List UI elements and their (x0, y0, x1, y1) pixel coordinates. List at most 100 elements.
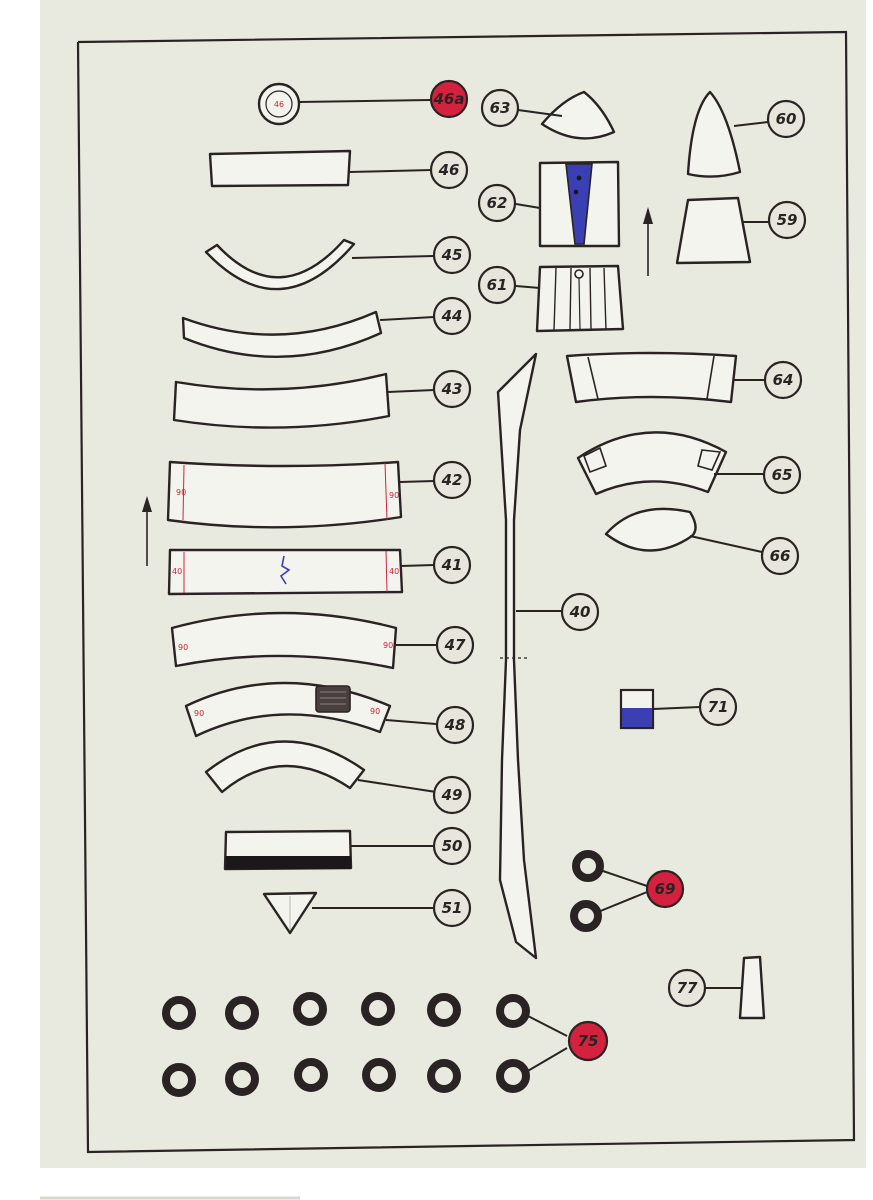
part-45-leader (351, 255, 435, 259)
part-50-black-band (226, 856, 351, 869)
part-69-washer-top (572, 850, 604, 882)
badge-47-ring (435, 625, 475, 665)
badge-60-ring (766, 99, 806, 139)
number-badge-62: 62 (477, 183, 517, 223)
number-badge-69: 69 (645, 869, 685, 909)
badge-51-label: 51 (442, 899, 463, 917)
part-42-mark-left: 90 (176, 488, 186, 497)
part-48-grille-lines (320, 691, 346, 705)
badge-77-ring (667, 968, 707, 1008)
number-badge-46: 46 (429, 150, 469, 190)
part-47: 90 90 (170, 611, 436, 670)
part-59-shape (675, 196, 752, 265)
badge-71-ring (698, 687, 738, 727)
number-badge-42: 42 (432, 460, 472, 500)
part-47-mark-left: 90 (178, 643, 188, 652)
part-44 (181, 310, 435, 359)
part-60 (686, 90, 769, 178)
direction-arrow-center-head (643, 207, 653, 224)
part-66 (604, 507, 763, 553)
part-41-blue-mark (279, 555, 291, 585)
part-69-leader-bottom (597, 891, 648, 913)
part-49-shape (204, 740, 366, 794)
part-49 (204, 740, 437, 794)
part-69 (570, 850, 648, 932)
part-61-pin-line (578, 277, 581, 331)
badge-49-ring (432, 775, 472, 815)
badge-63-label: 63 (490, 99, 511, 117)
part-59 (675, 196, 770, 265)
badge-42-label: 42 (441, 471, 463, 489)
badge-44-ring (432, 296, 472, 336)
part-43-shape (172, 372, 391, 429)
part-75-leader-top (525, 1014, 568, 1037)
direction-arrow-left-head (142, 496, 152, 512)
badge-45-ring (432, 235, 472, 275)
part-42-fold-right (384, 462, 388, 521)
badge-40-label: 40 (569, 603, 591, 621)
part-75-washer-9 (294, 1058, 328, 1092)
part-46 (208, 149, 433, 188)
badge-42-ring (432, 460, 472, 500)
part-51 (262, 891, 434, 935)
part-41-mark-right: 40 (389, 567, 399, 576)
part-69-washer-bottom (570, 900, 602, 932)
number-badge-50: 50 (432, 826, 472, 866)
badge-59-label: 59 (777, 211, 798, 229)
part-75-washer-1 (162, 996, 196, 1030)
part-41-leader (400, 564, 435, 567)
part-43 (172, 372, 435, 429)
part-75-washer-5 (427, 993, 461, 1027)
part-50 (223, 829, 434, 871)
number-badge-65: 65 (762, 455, 802, 495)
part-44-shape (181, 310, 383, 359)
number-badge-48: 48 (435, 705, 475, 745)
number-badge-59: 59 (767, 200, 807, 240)
number-badge-43: 43 (432, 369, 472, 409)
part-49-leader (357, 779, 437, 793)
part-40 (496, 352, 562, 960)
badge-75-ring (567, 1020, 609, 1062)
part-48: 90 90 (184, 681, 437, 738)
part-61-leader (515, 285, 541, 289)
part-61 (515, 264, 625, 333)
badge-60-label: 60 (776, 110, 797, 128)
part-60-leader (733, 121, 769, 127)
badge-64-label: 64 (773, 371, 794, 389)
part-71 (619, 688, 701, 730)
part-60-shape (686, 90, 742, 178)
number-badge-66: 66 (760, 536, 800, 576)
part-66-shape (604, 507, 697, 552)
number-badge-64: 64 (763, 360, 803, 400)
badge-65-label: 65 (772, 466, 793, 484)
part-44-leader (379, 316, 435, 321)
number-badge-46a: 46a (429, 79, 469, 119)
part-40-shape (496, 352, 538, 960)
part-48-leader (385, 719, 437, 725)
badge-40-ring (560, 592, 600, 632)
part-62-blue-stripe (565, 163, 593, 245)
number-badge-71: 71 (698, 687, 738, 727)
part-75-washer-10 (362, 1058, 396, 1092)
direction-arrow-center (643, 207, 653, 276)
part-75-washer-3 (293, 992, 327, 1026)
part-64-fold-left (587, 356, 599, 400)
badge-69-label: 69 (655, 880, 676, 898)
part-65 (576, 431, 764, 496)
part-64-fold-right (706, 355, 715, 400)
badge-48-ring (435, 705, 475, 745)
badge-46-ring (429, 150, 469, 190)
part-63-leader (517, 109, 563, 117)
rib-3 (589, 267, 592, 331)
badge-44-label: 44 (441, 307, 463, 325)
part-65-tab-left (582, 446, 608, 474)
badge-43-label: 43 (441, 380, 463, 398)
part-48-mark-right: 90 (370, 707, 380, 716)
badge-50-ring (432, 826, 472, 866)
part-75-washer-6 (496, 994, 530, 1028)
part-41: 40 40 (167, 548, 435, 596)
part-69-leader-top (599, 869, 648, 887)
direction-arrow-left (142, 496, 152, 566)
number-badge-60: 60 (766, 99, 806, 139)
